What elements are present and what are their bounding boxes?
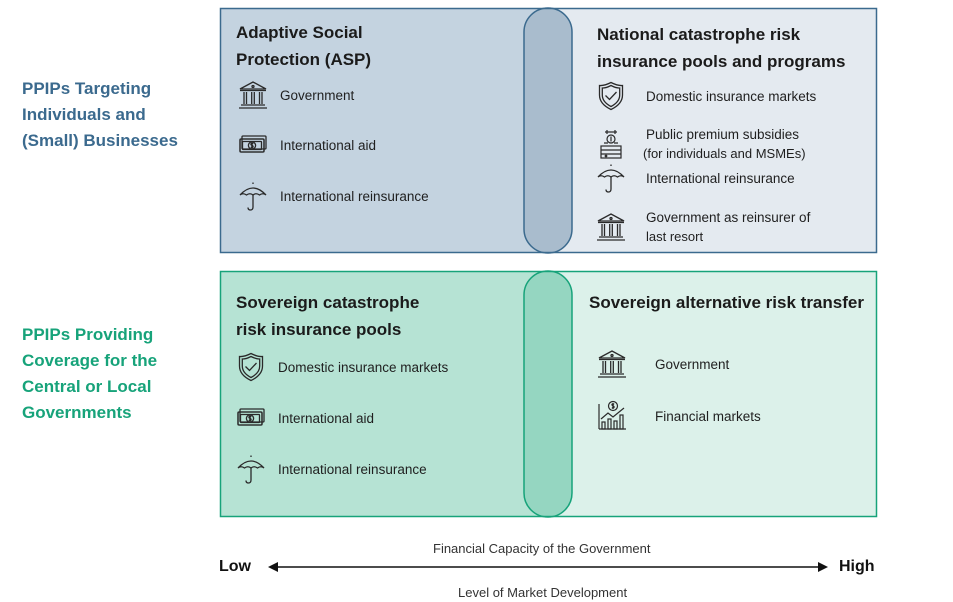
axis-bottom-label: Level of Market Development: [458, 585, 628, 600]
row-label-bottom: PPIPs Providing Coverage for the Central…: [22, 325, 158, 422]
umbrella-icon: [236, 179, 270, 213]
list-item: International aid: [236, 128, 376, 162]
list-item: International aid: [234, 401, 374, 435]
bottom-right-box: [548, 271, 876, 517]
box-title-sovereign-pools: Sovereign catastrophe risk insurance poo…: [236, 293, 420, 339]
financial-chart-icon: [595, 399, 629, 433]
top-overlap-outline: [523, 7, 573, 254]
box-title-national-pools: National catastrophe risk insurance pool…: [597, 25, 846, 71]
list-item: Government: [595, 347, 729, 381]
bottom-left-box: [220, 271, 548, 517]
axis-low-label: Low: [219, 558, 251, 575]
money-icon: [234, 401, 268, 435]
umbrella-icon: [594, 161, 628, 195]
money-icon: [236, 128, 270, 162]
subsidy-icon: [594, 127, 628, 161]
top-overlap: [524, 8, 572, 253]
list-item: International reinsurance: [594, 161, 795, 195]
box-title-sovereign-art: Sovereign alternative risk transfer: [589, 293, 864, 312]
umbrella-icon: [234, 452, 268, 486]
bottom-overlap: [524, 271, 572, 517]
list-item: Domestic insurance markets: [594, 79, 816, 113]
list-item: International reinsurance: [236, 179, 429, 213]
list-item: Government: [236, 78, 354, 112]
list-item: International reinsurance: [234, 452, 427, 486]
list-item: Financial markets: [595, 399, 761, 433]
axis-top-label: Financial Capacity of the Government: [433, 541, 651, 556]
bank-icon: [236, 78, 270, 112]
shield-check-icon: [234, 350, 268, 384]
axis-arrow-left: [268, 562, 278, 572]
axis-high-label: High: [839, 558, 875, 575]
list-item: Public premium subsidies (for individual…: [594, 125, 806, 163]
list-item: Domestic insurance markets: [234, 350, 448, 384]
top-right-box: [548, 8, 876, 253]
box-title-asp: Adaptive Social Protection (ASP): [236, 23, 372, 69]
list-item: Government as reinsurer of last resort: [594, 208, 810, 246]
top-left-box: [220, 8, 548, 253]
bottom-overlap-outline: [523, 270, 573, 518]
row-label-top: PPIPs Targeting Individuals and (Small) …: [22, 79, 178, 150]
bank-icon: [594, 210, 628, 244]
bank-icon: [595, 347, 629, 381]
shield-check-icon: [594, 79, 628, 113]
axis-arrow-right: [818, 562, 828, 572]
